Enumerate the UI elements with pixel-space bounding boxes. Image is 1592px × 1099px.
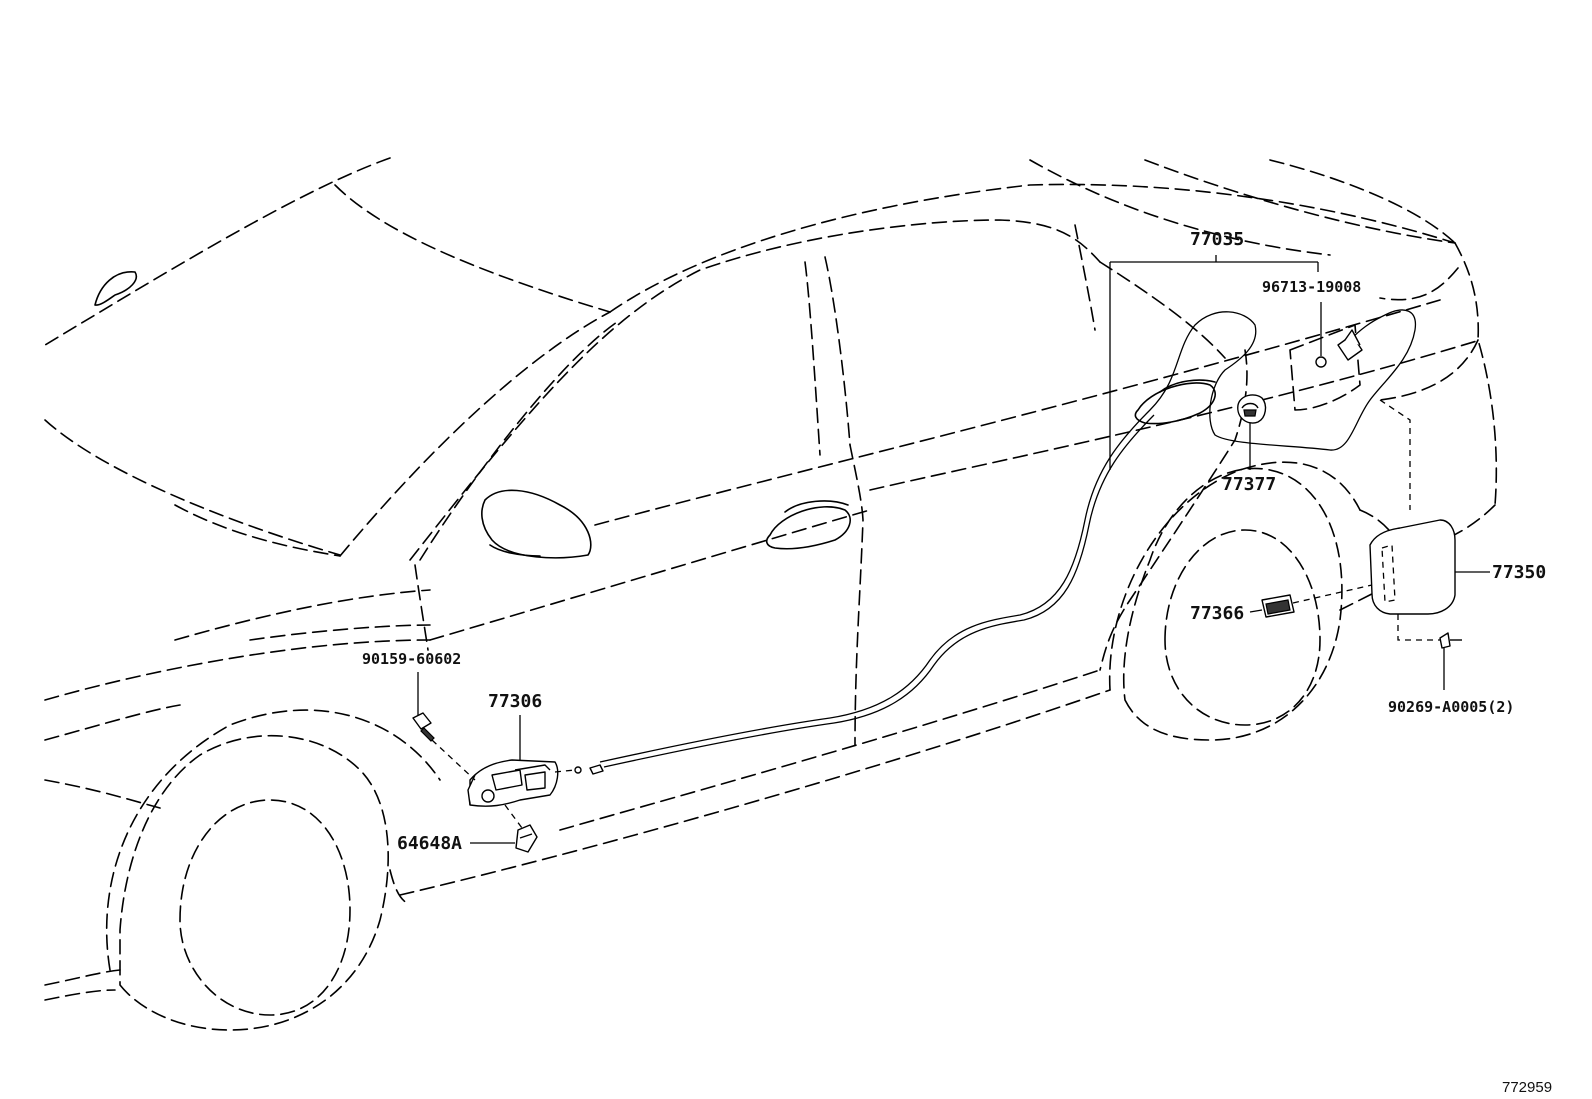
label-90159-60602: 90159-60602 bbox=[362, 650, 461, 668]
screw-90159 bbox=[412, 712, 435, 742]
figure-id: 772959 bbox=[1502, 1079, 1552, 1096]
fuel-lid-lock-actuator bbox=[1337, 329, 1363, 361]
rivet-90269 bbox=[1439, 632, 1462, 649]
fuel-lid-cable bbox=[599, 309, 1417, 768]
clip-64648a bbox=[515, 824, 538, 853]
callout-labels: 77035 96713-19008 77377 77350 77366 9026… bbox=[362, 229, 1546, 854]
label-77366: 77366 bbox=[1190, 603, 1244, 624]
label-77306: 77306 bbox=[488, 691, 542, 712]
label-96713-19008: 96713-19008 bbox=[1262, 278, 1361, 296]
label-77377: 77377 bbox=[1222, 474, 1276, 495]
label-90269-a0005: 90269-A0005(2) bbox=[1388, 698, 1514, 716]
fuel-lid-opener-lever bbox=[467, 759, 604, 807]
grommet-77377 bbox=[1237, 394, 1267, 424]
hinge-77366 bbox=[1261, 594, 1295, 618]
label-77035: 77035 bbox=[1190, 229, 1244, 250]
fuel-filler-lid bbox=[1369, 519, 1456, 615]
ring-96713 bbox=[1315, 356, 1327, 368]
label-64648a: 64648A bbox=[397, 833, 462, 854]
label-77350: 77350 bbox=[1492, 562, 1546, 583]
car-body-outline bbox=[44, 157, 1498, 1031]
callout-leaders bbox=[417, 255, 1490, 844]
